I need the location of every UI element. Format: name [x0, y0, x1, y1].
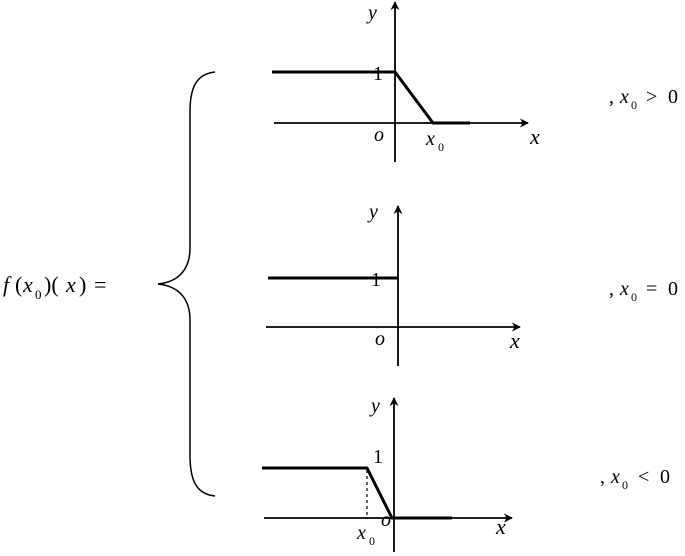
svg-text:,: ,	[609, 86, 614, 108]
y-axis-label: y	[369, 395, 380, 417]
x-axis-label: x	[529, 124, 540, 149]
origin-label: o	[375, 328, 385, 350]
x0-tick-label: x	[425, 128, 435, 150]
case-graph-positive: y x o 1 x 0 , x 0 > 0	[272, 1, 678, 162]
lhs-close-open-paren: )(	[44, 272, 59, 297]
function-curve	[272, 70, 470, 125]
lhs-x2: x	[65, 272, 76, 297]
x-axis-label: x	[509, 328, 520, 353]
svg-text:x: x	[619, 86, 629, 108]
svg-text:<: <	[638, 466, 649, 488]
lhs-close-paren: )	[79, 272, 86, 297]
x0-tick-subscript: 0	[369, 534, 375, 548]
value-one-label: 1	[373, 63, 383, 85]
origin-label: o	[381, 509, 391, 531]
svg-text:0: 0	[631, 98, 637, 112]
svg-text:0: 0	[660, 466, 670, 488]
condition-zero: , x 0 = 0	[609, 278, 678, 304]
function-lhs: f ( x 0 )( x ) =	[3, 272, 106, 302]
origin-label: o	[374, 124, 384, 146]
case-graph-zero: y x o 1 , x 0 = 0	[266, 201, 678, 366]
svg-text:0: 0	[622, 478, 628, 492]
svg-text:x: x	[619, 278, 629, 300]
svg-text:x: x	[610, 466, 620, 488]
lhs-equals: =	[94, 272, 106, 297]
lhs-x: x	[22, 272, 33, 297]
x0-tick-subscript: 0	[438, 140, 444, 154]
lhs-open-paren: (	[15, 272, 22, 297]
x-axis-label: x	[495, 514, 506, 539]
svg-text:,: ,	[600, 466, 605, 488]
svg-text:>: >	[646, 86, 657, 108]
svg-text:0: 0	[668, 86, 678, 108]
x0-tick-label: x	[356, 522, 366, 544]
condition-negative: , x 0 < 0	[600, 466, 670, 492]
svg-text:=: =	[646, 278, 657, 300]
condition-positive: , x 0 > 0	[609, 86, 678, 112]
function-curve	[262, 466, 452, 520]
svg-text:0: 0	[668, 278, 678, 300]
value-one-label: 1	[373, 446, 383, 468]
value-one-label: 1	[371, 269, 381, 291]
svg-text:,: ,	[609, 278, 614, 300]
lhs-subscript: 0	[35, 287, 42, 302]
curly-brace	[157, 71, 216, 497]
lhs-f: f	[3, 272, 12, 297]
y-axis-label: y	[367, 201, 378, 223]
case-graph-negative: y x o 1 x 0 , x 0 < 0	[262, 395, 670, 552]
y-axis-label: y	[366, 2, 377, 24]
svg-text:0: 0	[631, 290, 637, 304]
